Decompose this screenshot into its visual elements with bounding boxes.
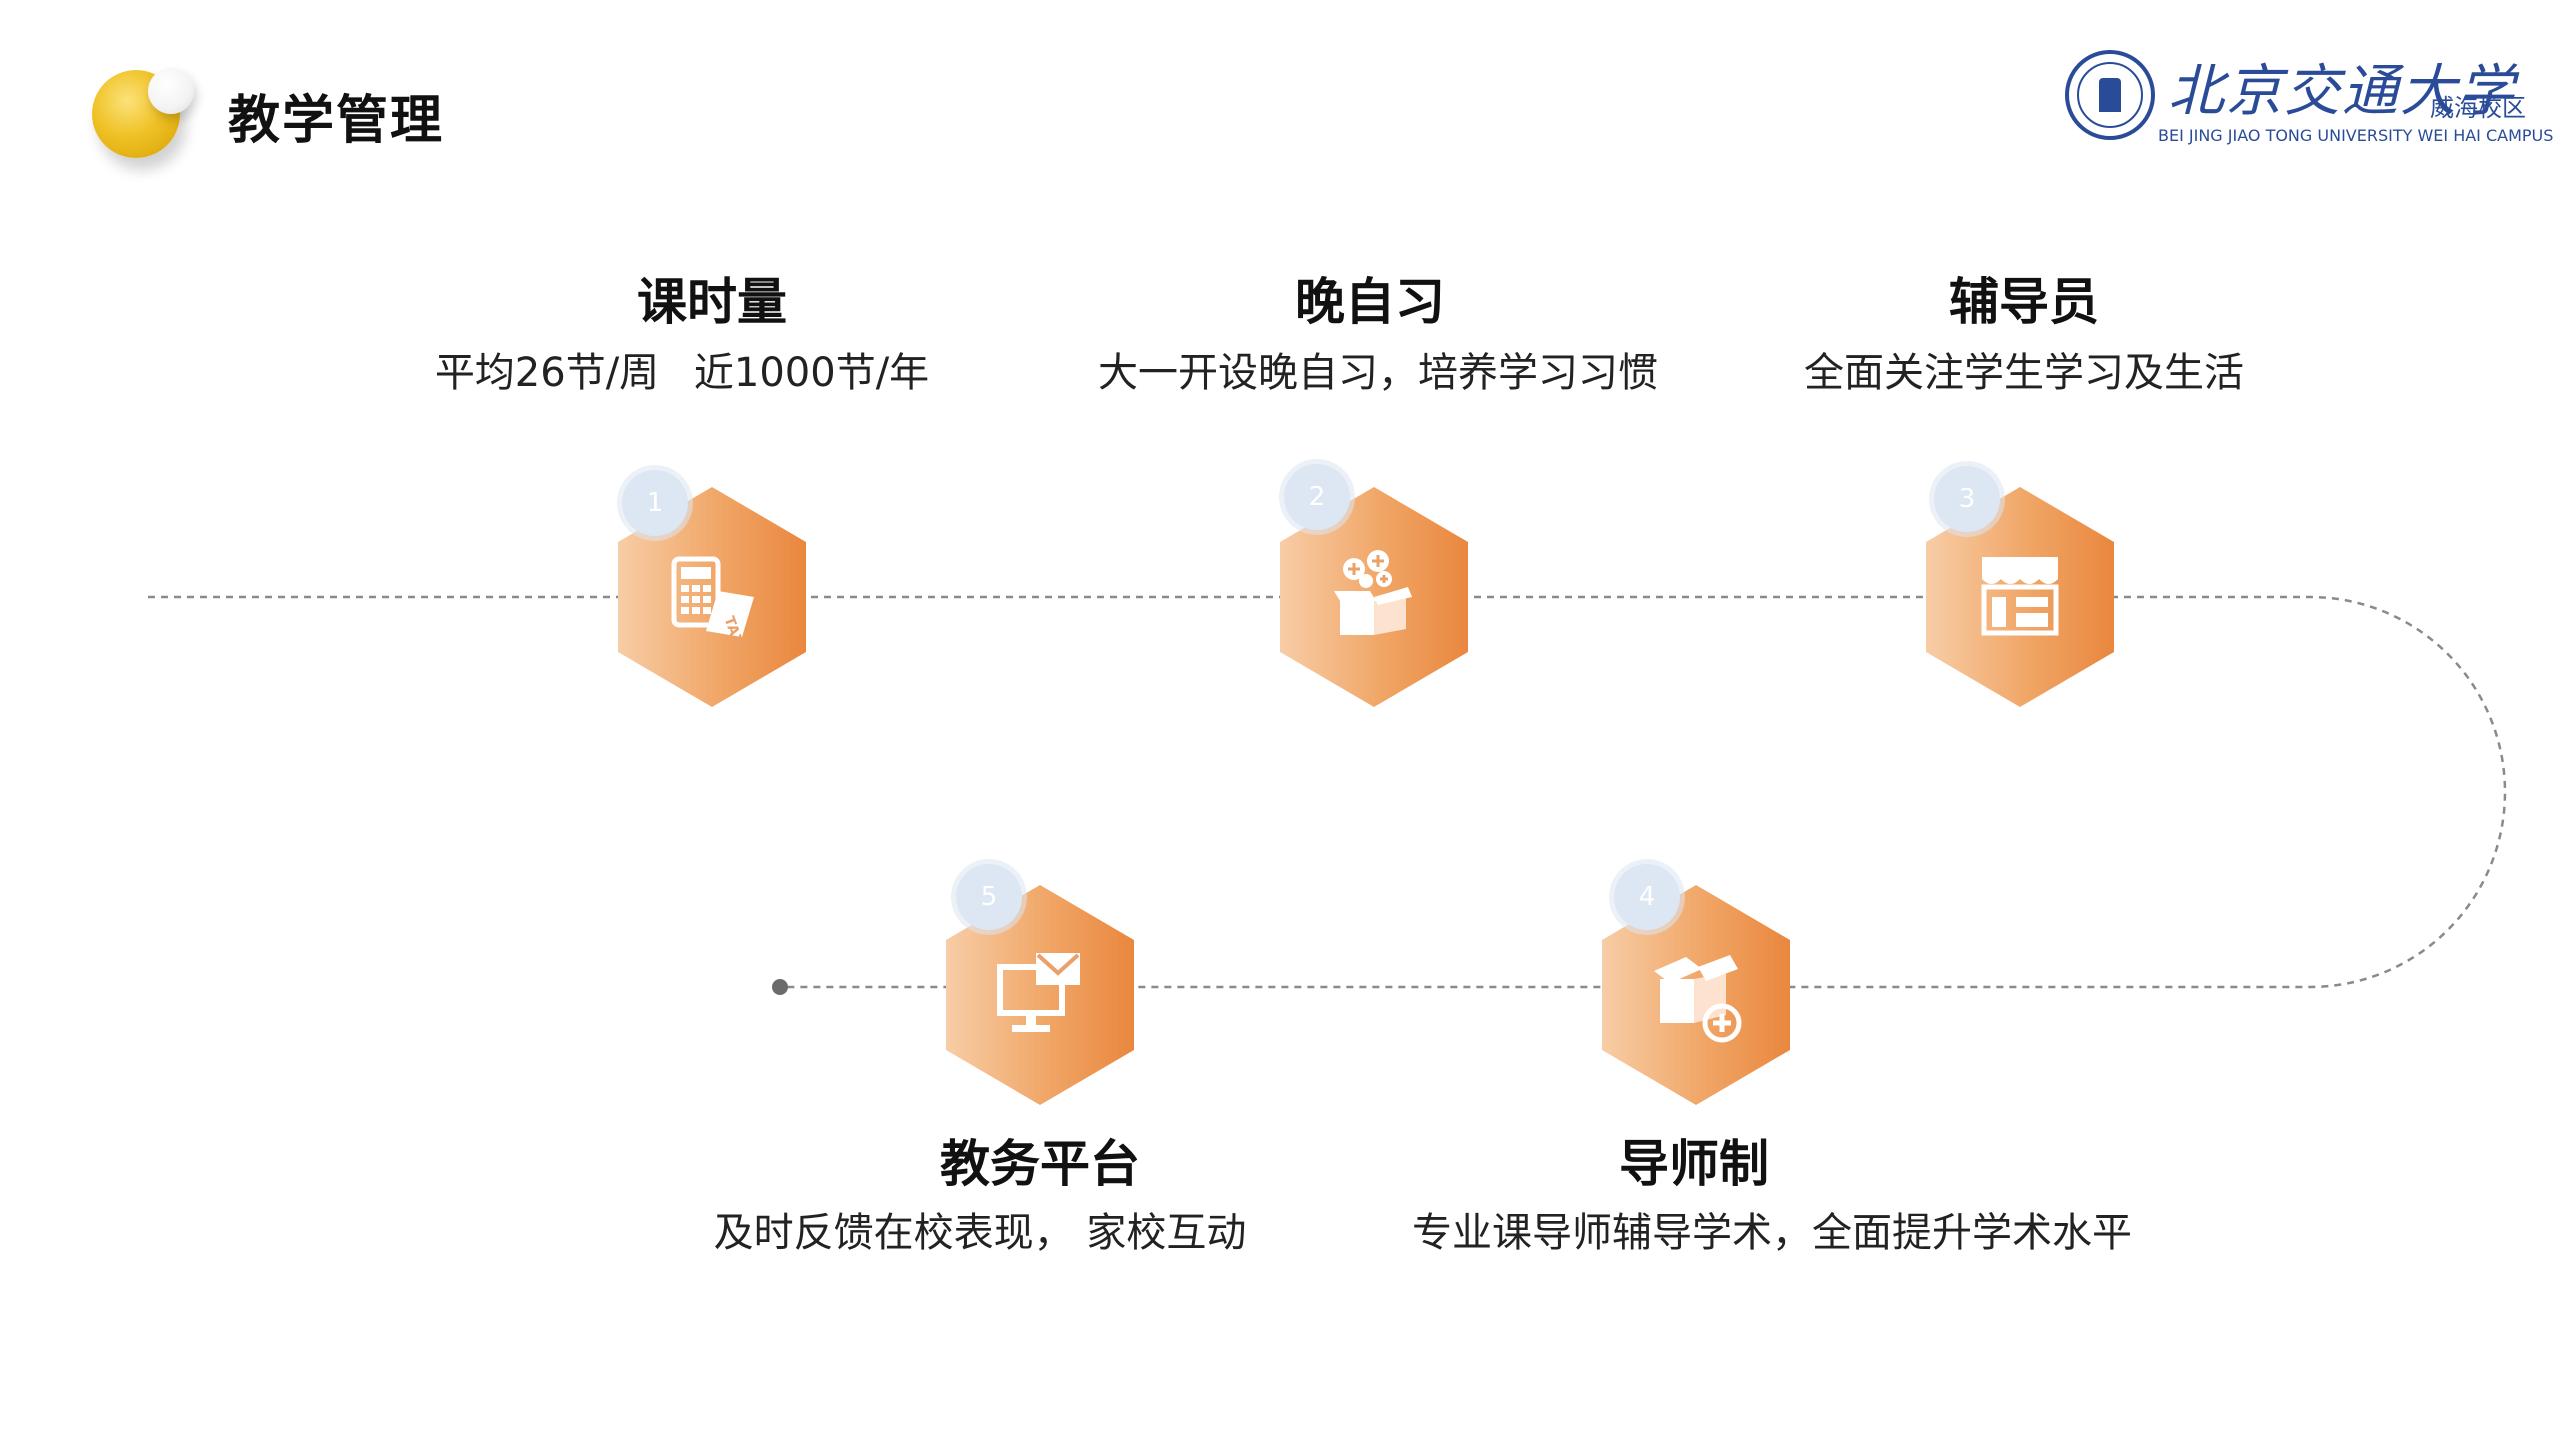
- step-description: 大一开设晚自习，培养学习习惯: [1098, 350, 1658, 396]
- step-title: 教务平台: [940, 1135, 1140, 1193]
- box-with-plus-bubbles-icon: [1334, 550, 1412, 635]
- university-seal-icon: [2065, 50, 2155, 140]
- step-title: 课时量: [637, 273, 787, 331]
- monitor-mail-icon: [997, 953, 1080, 1032]
- decorative-small-ball-icon: [148, 68, 194, 114]
- step-description: 及时反馈在校表现， 家校互动: [713, 1210, 1247, 1256]
- storefront-icon: [1981, 557, 2059, 636]
- page-title: 教学管理: [228, 91, 445, 151]
- step-description: 专业课导师辅导学术，全面提升学术水平: [1412, 1210, 2132, 1256]
- step-title: 辅导员: [1949, 273, 2099, 331]
- step-description: 平均26节/周 近1000节/年: [434, 350, 930, 396]
- step-description: 全面关注学生学习及生活: [1804, 350, 2244, 396]
- step-title: 导师制: [1619, 1135, 1769, 1193]
- calculator-icon: TAX: [671, 556, 754, 647]
- step-number-badge: 1: [622, 470, 688, 536]
- step-number-badge: 2: [1284, 464, 1350, 530]
- step-title: 晚自习: [1295, 273, 1445, 331]
- step-number-badge: 4: [1614, 864, 1680, 930]
- step-number-badge: 3: [1934, 466, 2000, 532]
- box-add-icon: [1654, 955, 1742, 1043]
- timeline-end-dot: [772, 979, 788, 995]
- logo-campus-cn: 威海校区: [2430, 94, 2526, 122]
- logo-name-en: BEI JING JIAO TONG UNIVERSITY WEI HAI CA…: [2158, 126, 2554, 145]
- step-number-badge: 5: [956, 864, 1022, 930]
